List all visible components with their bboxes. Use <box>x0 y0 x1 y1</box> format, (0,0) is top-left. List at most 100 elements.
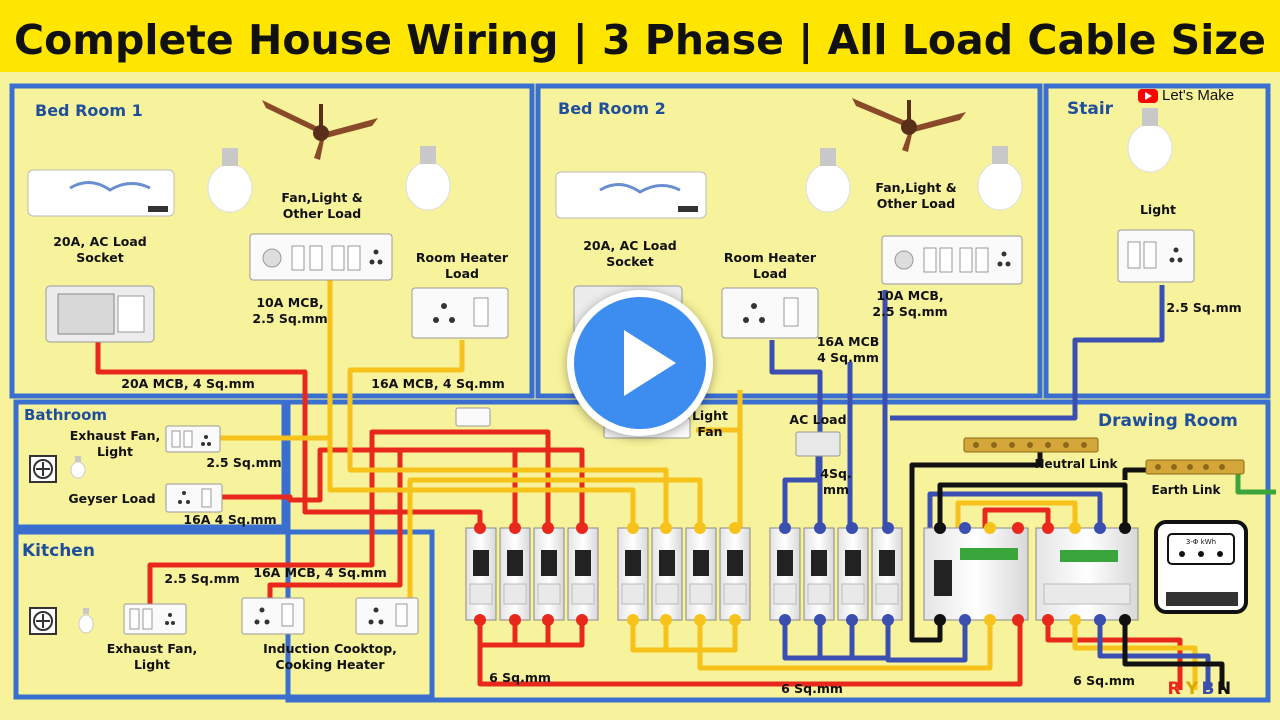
play-icon <box>624 330 676 396</box>
mcb-breaker <box>651 527 683 621</box>
wire-blue-mcb-drop <box>817 620 855 658</box>
room-bedroom2-wall <box>535 83 1043 399</box>
energy-meter-icon: 3-Φ kWh <box>1154 520 1248 614</box>
label-cable-6-a: 6 Sq.mm <box>489 670 551 685</box>
wire-blue-busbar <box>885 620 968 663</box>
label-cable-6-c: 6 Sq.mm <box>1073 673 1135 688</box>
label-br1-ac-1: 20A, AC Load <box>53 234 147 249</box>
label-br1-fan-1: Fan,Light & <box>281 190 362 205</box>
room-bedroom1-wall <box>9 83 535 399</box>
label-br2-ac-1: 20A, AC Load <box>583 238 677 253</box>
ceiling-fan-icon <box>262 100 378 160</box>
wire-blue-meter <box>1097 620 1211 690</box>
label-br1-ac-2: Socket <box>76 250 123 265</box>
label-br2-mcb-2: 2.5 Sq.mm <box>872 304 947 319</box>
phase-label-n: N <box>1217 679 1231 699</box>
label-br2-fan-2: Other Load <box>877 196 955 211</box>
mcb-breaker <box>719 527 751 621</box>
play-button[interactable] <box>567 290 713 436</box>
label-kit-fan-2: Light <box>134 657 170 672</box>
earth-link-icon <box>1145 459 1245 475</box>
room-label-stair: Stair <box>1067 99 1114 119</box>
room-bathroom-wall <box>13 399 287 530</box>
wire-neutral-link <box>909 450 1043 643</box>
label-stair-cable: 2.5 Sq.mm <box>1166 300 1241 315</box>
label-bath-fan-1: Exhaust Fan, <box>70 428 161 443</box>
bathroom-devices: Exhaust Fan, Light 2.5 Sq.mm Geyser Load… <box>29 425 282 527</box>
mcb-breaker <box>803 527 835 621</box>
label-kit-cook-2: Cooking Heater <box>275 657 385 672</box>
ac-socket-icon <box>795 431 841 457</box>
red-wires <box>95 340 1183 690</box>
blue-wires <box>769 285 1211 690</box>
label-neutral-link: Neutral Link <box>1034 457 1118 471</box>
channel-name: Let's Make <box>1162 87 1235 104</box>
kitchen-devices: 2.5 Sq.mm 16A MCB, 4 Sq.mm Exhaust Fan, … <box>29 565 419 672</box>
stair-devices: Light 2.5 Sq.mm <box>1117 108 1242 315</box>
room-drawing-wall <box>285 399 1271 703</box>
label-kit-cable-1: 2.5 Sq.mm <box>164 571 239 586</box>
wires <box>95 280 1276 690</box>
ac-unit-icon <box>27 169 175 217</box>
ac-unit-icon <box>555 171 707 219</box>
heater-socket-icon <box>721 287 819 339</box>
phase-label-y: Y <box>1185 679 1199 699</box>
bulb-icon <box>977 146 1023 211</box>
wire-stair-light <box>890 285 1165 421</box>
phase-label-b: B <box>1202 679 1215 699</box>
label-br2-heater-2: Load <box>753 266 787 281</box>
ac-socket-icon <box>45 285 155 343</box>
wire-blue-mcb-link <box>782 620 891 661</box>
label-br2-fan-1: Fan,Light & <box>875 180 956 195</box>
bulb-icon <box>78 608 94 634</box>
wire-red-isolator-top <box>982 507 1051 528</box>
wire-red-mcb-link <box>477 620 585 648</box>
wire-earth-green <box>1235 470 1276 495</box>
label-bath-cable: 2.5 Sq.mm <box>206 455 281 470</box>
wire-earth <box>1122 467 1148 480</box>
channel-brand: Let's Make <box>1138 87 1234 104</box>
room-label-bedroom2: Bed Room 2 <box>558 99 666 118</box>
cooking-heater-socket-icon <box>355 597 419 635</box>
label-br1-mcb-1: 10A MCB, <box>256 295 323 310</box>
mcb-breaker <box>769 527 801 621</box>
wire-red-busbar <box>477 620 1023 687</box>
main-isolator <box>1035 527 1139 621</box>
wire-black-meter <box>1122 620 1225 690</box>
wire-kitchen-heater <box>407 477 703 598</box>
switch-board-icon <box>123 603 187 635</box>
black-wires <box>909 450 1225 690</box>
exhaust-fan-icon <box>29 607 57 635</box>
label-dr-ac-cable-1: 4Sq. <box>820 466 851 481</box>
label-cable-6-b: 6 Sq.mm <box>781 681 843 696</box>
label-br2-16a-1: 16A MCB <box>817 334 880 349</box>
switch-board-icon <box>249 233 393 281</box>
heater-socket-icon <box>411 287 509 339</box>
label-stair-light: Light <box>1140 202 1176 217</box>
bedroom1-devices: 20A, AC Load Socket Fan,Light & Other Lo… <box>27 100 509 391</box>
wire-br1-ac <box>95 340 483 528</box>
mcb-breaker <box>837 527 869 621</box>
label-bath-geyser: Geyser Load <box>68 491 155 506</box>
bulb-icon <box>207 148 253 213</box>
wire-black-isolator-top <box>937 482 1128 528</box>
label-br2-mcb-1: 10A MCB, <box>876 288 943 303</box>
label-br1-ac-cable: 20A MCB, 4 Sq.mm <box>121 376 254 391</box>
label-br1-mcb-2: 2.5 Sq.mm <box>252 311 327 326</box>
phase-label-r: R <box>1167 679 1180 699</box>
wire-yellow-meter <box>1072 620 1198 690</box>
neutral-link-icon <box>963 437 1099 453</box>
wire-dr-light <box>696 390 743 528</box>
cooktop-socket-icon <box>241 597 305 635</box>
meter-label: 3-Φ kWh <box>1186 538 1216 546</box>
page-title: Complete House Wiring | 3 Phase | All Lo… <box>14 16 1266 65</box>
label-bath-geyser-cable: 16A 4 Sq.mm <box>183 512 276 527</box>
wire-yellow-busbar <box>697 620 993 671</box>
mcb-breaker <box>871 527 903 621</box>
exhaust-fan-icon <box>29 455 57 483</box>
mcb-breaker <box>533 527 565 621</box>
room-label-drawing: Drawing Room <box>1098 411 1238 431</box>
mcb-breaker <box>465 527 497 621</box>
label-dr-light-1: Light <box>692 408 728 423</box>
label-br1-heater-2: Load <box>445 266 479 281</box>
